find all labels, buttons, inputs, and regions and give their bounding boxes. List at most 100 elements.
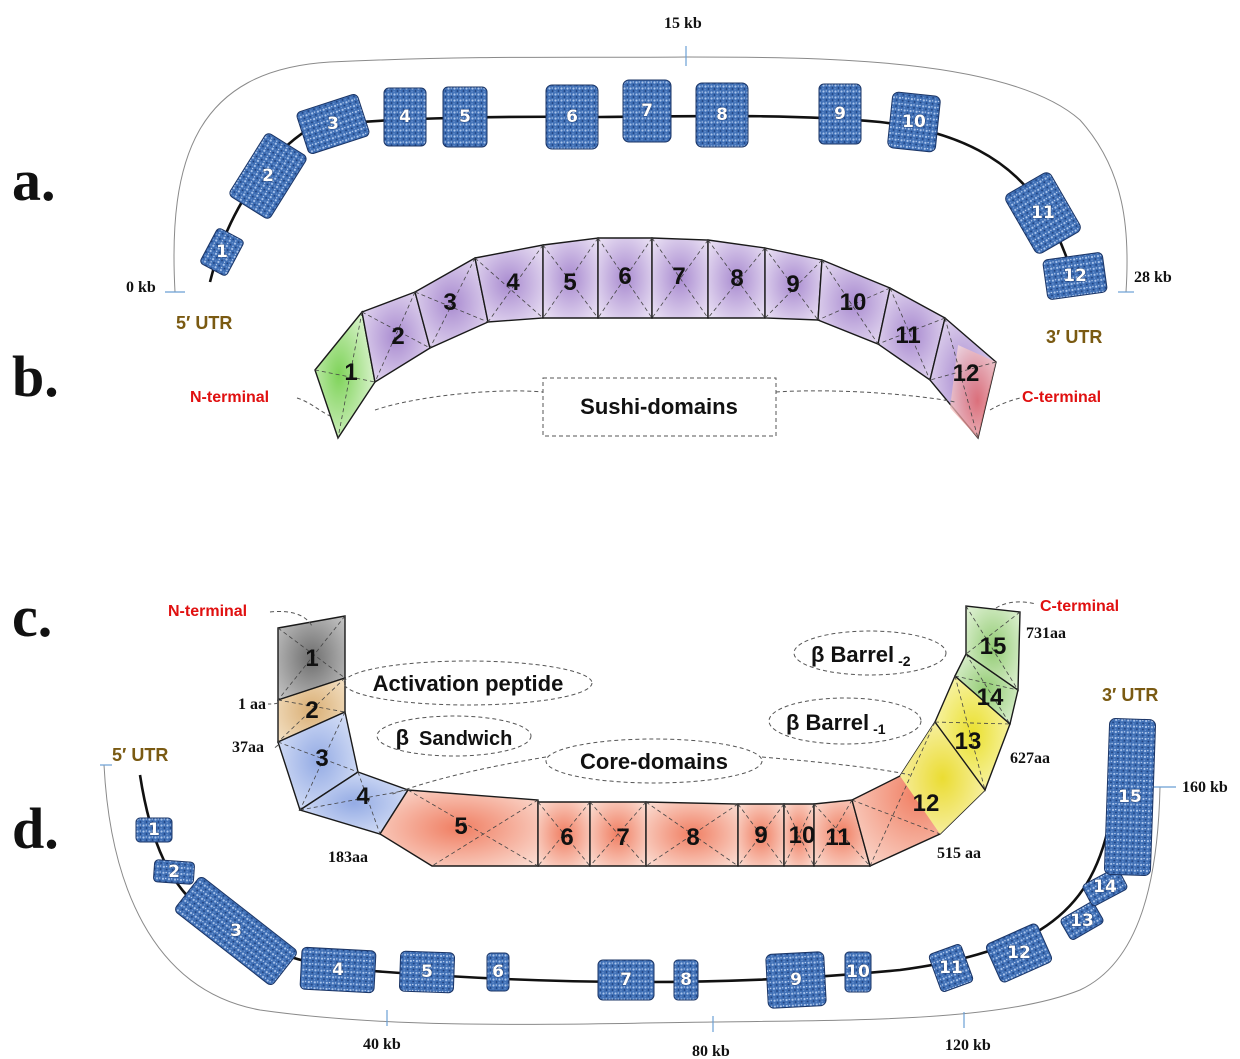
exon-d-14: 14 bbox=[1082, 867, 1128, 907]
exon-a-2-label: 2 bbox=[262, 166, 274, 186]
core-leader-right bbox=[761, 756, 911, 776]
exon-d-8: 8 bbox=[673, 959, 699, 1001]
b-c-terminal-label: C-terminal bbox=[1022, 389, 1101, 406]
barrel1-ellipse bbox=[768, 697, 922, 745]
gene-d-utr3: 3′ UTR bbox=[1102, 685, 1158, 705]
exon-a-1: 1 bbox=[200, 228, 244, 276]
sushi-leader-right bbox=[775, 390, 956, 403]
protein-c: 1 2 3 4 5 6 7 8 9 10 11 12 13 14 15 Acti… bbox=[168, 598, 1119, 867]
exon-a-2: 2 bbox=[229, 133, 307, 219]
barrel2-label: β Barrel -2 bbox=[811, 642, 911, 669]
gene-a-utr5: 5′ UTR bbox=[176, 313, 232, 333]
core-domain-13-label: 13 bbox=[955, 728, 982, 755]
exon-a-11-label: 11 bbox=[1031, 203, 1055, 223]
exon-d-10: 10 bbox=[844, 951, 872, 993]
exon-a-3-label: 3 bbox=[327, 114, 339, 134]
core-domain-5-label: 5 bbox=[454, 813, 467, 840]
exon-d-6: 6 bbox=[486, 952, 510, 992]
core-domain-12-label: 12 bbox=[913, 790, 940, 817]
sushi-domain-10-label: 10 bbox=[840, 289, 867, 316]
exon-d-4: 4 bbox=[299, 946, 377, 994]
b-n-terminal-label: N-terminal bbox=[190, 389, 269, 406]
barrel2-ellipse bbox=[793, 630, 947, 676]
core-domain-14-label: 14 bbox=[977, 684, 1004, 711]
core-label: Core-domains bbox=[580, 749, 728, 774]
aa-mark-627: 627aa bbox=[1010, 750, 1050, 767]
protein-b: 1 2 3 4 5 6 7 8 9 10 11 12 Sushi-domains… bbox=[190, 237, 1101, 440]
sushi-domain-8-label: 8 bbox=[730, 265, 743, 292]
exon-d-15: 15 bbox=[1103, 717, 1157, 877]
aa-mark-1: 1 aa bbox=[238, 696, 266, 713]
exon-a-1-label: 1 bbox=[216, 242, 228, 262]
panel-letter-d: d. bbox=[12, 796, 59, 861]
core-leader-left bbox=[389, 756, 547, 796]
sandwich-beta: β bbox=[396, 725, 409, 750]
exon-a-7: 7 bbox=[622, 79, 672, 143]
sushi-domain-numbers: 1 2 3 4 5 6 7 8 9 10 11 12 bbox=[344, 263, 979, 387]
exon-d-8-label: 8 bbox=[680, 970, 692, 990]
sandwich-word: Sandwich bbox=[419, 728, 512, 750]
gene-a-scale-arc bbox=[173, 56, 1128, 293]
exon-d-12-label: 12 bbox=[1007, 943, 1031, 963]
exon-a-10: 10 bbox=[887, 91, 941, 153]
gene-a-kb-mid: 15 kb bbox=[664, 15, 702, 32]
aa-mark-731: 731aa bbox=[1026, 625, 1066, 642]
gene-d-kb-80: 80 kb bbox=[692, 1043, 730, 1059]
exon-d-13-label: 13 bbox=[1070, 911, 1094, 931]
sushi-domain-9-label: 9 bbox=[786, 271, 799, 298]
exon-a-6: 6 bbox=[545, 84, 599, 150]
core-domain-3-label: 3 bbox=[315, 745, 328, 772]
exon-d-7-label: 7 bbox=[620, 970, 632, 990]
exon-a-9-label: 9 bbox=[834, 104, 846, 124]
core-domain-12-barrel-tint bbox=[900, 722, 985, 834]
c-nterm-leader bbox=[269, 611, 313, 627]
exon-d-2-label: 2 bbox=[168, 862, 180, 882]
exon-a-12: 12 bbox=[1042, 252, 1108, 300]
sushi-leader-left bbox=[374, 390, 544, 411]
exon-d-4-label: 4 bbox=[332, 960, 344, 980]
exon-a-10-label: 10 bbox=[902, 112, 926, 132]
exon-d-3-label: 3 bbox=[230, 921, 242, 941]
gene-d-kb-120: 120 kb bbox=[945, 1037, 991, 1054]
gene-a-kb-start: 0 kb bbox=[126, 279, 156, 296]
sushi-domain-7-label: 7 bbox=[672, 263, 685, 290]
exon-d-1: 1 bbox=[135, 817, 173, 843]
exon-a-5-label: 5 bbox=[459, 107, 471, 127]
exon-d-12: 12 bbox=[985, 923, 1053, 983]
exon-d-2: 2 bbox=[153, 859, 195, 885]
aa1-leader bbox=[267, 702, 279, 705]
exon-d-6-label: 6 bbox=[492, 962, 504, 982]
core-domain-9-label: 9 bbox=[754, 822, 767, 849]
gene-a-utr3: 3′ UTR bbox=[1046, 327, 1102, 347]
barrel2-sub: -2 bbox=[898, 653, 911, 669]
sushi-domain-12-label: 12 bbox=[953, 360, 980, 387]
core-domain-11-label: 11 bbox=[825, 824, 850, 851]
sushi-domain-5-label: 5 bbox=[563, 269, 576, 296]
gene-a-kb-end: 28 kb bbox=[1134, 269, 1172, 286]
sushi-domain-2-label: 2 bbox=[391, 323, 404, 350]
exon-d-13: 13 bbox=[1060, 902, 1104, 940]
gene-d-kb-40: 40 kb bbox=[363, 1036, 401, 1053]
gene-a: 0 kb 15 kb 28 kb 5′ UTR 3′ UTR 1 2 3 4 bbox=[126, 15, 1172, 347]
barrel1-label: β Barrel -1 bbox=[786, 710, 886, 737]
gene-d-scale-arc bbox=[103, 764, 1161, 1025]
c-cterm-leader bbox=[995, 601, 1037, 609]
aa-mark-515: 515 aa bbox=[937, 845, 981, 862]
gene-d: 40 kb 80 kb 120 kb 160 kb 5′ UTR 3′ UTR … bbox=[100, 685, 1228, 1059]
exon-a-12-label: 12 bbox=[1063, 266, 1087, 286]
aa-mark-37: 37aa bbox=[232, 739, 264, 756]
panel-letter-b: b. bbox=[12, 344, 59, 409]
core-domain-2-label: 2 bbox=[305, 697, 318, 724]
core-domain-10-label: 10 bbox=[789, 822, 816, 849]
barrel1-sub: -1 bbox=[873, 721, 886, 737]
core-domain-8-label: 8 bbox=[686, 824, 699, 851]
sushi-domain-1-label: 1 bbox=[344, 359, 357, 386]
gene-d-exons: 1 2 3 4 5 6 7 bbox=[135, 717, 1157, 1009]
aa37-leader bbox=[271, 744, 279, 749]
sushi-label-box bbox=[542, 377, 777, 437]
exon-d-15-label: 15 bbox=[1118, 787, 1142, 807]
exon-d-14-label: 14 bbox=[1093, 877, 1117, 897]
b-cterm-leader bbox=[989, 397, 1021, 411]
exon-d-7: 7 bbox=[597, 959, 655, 1001]
